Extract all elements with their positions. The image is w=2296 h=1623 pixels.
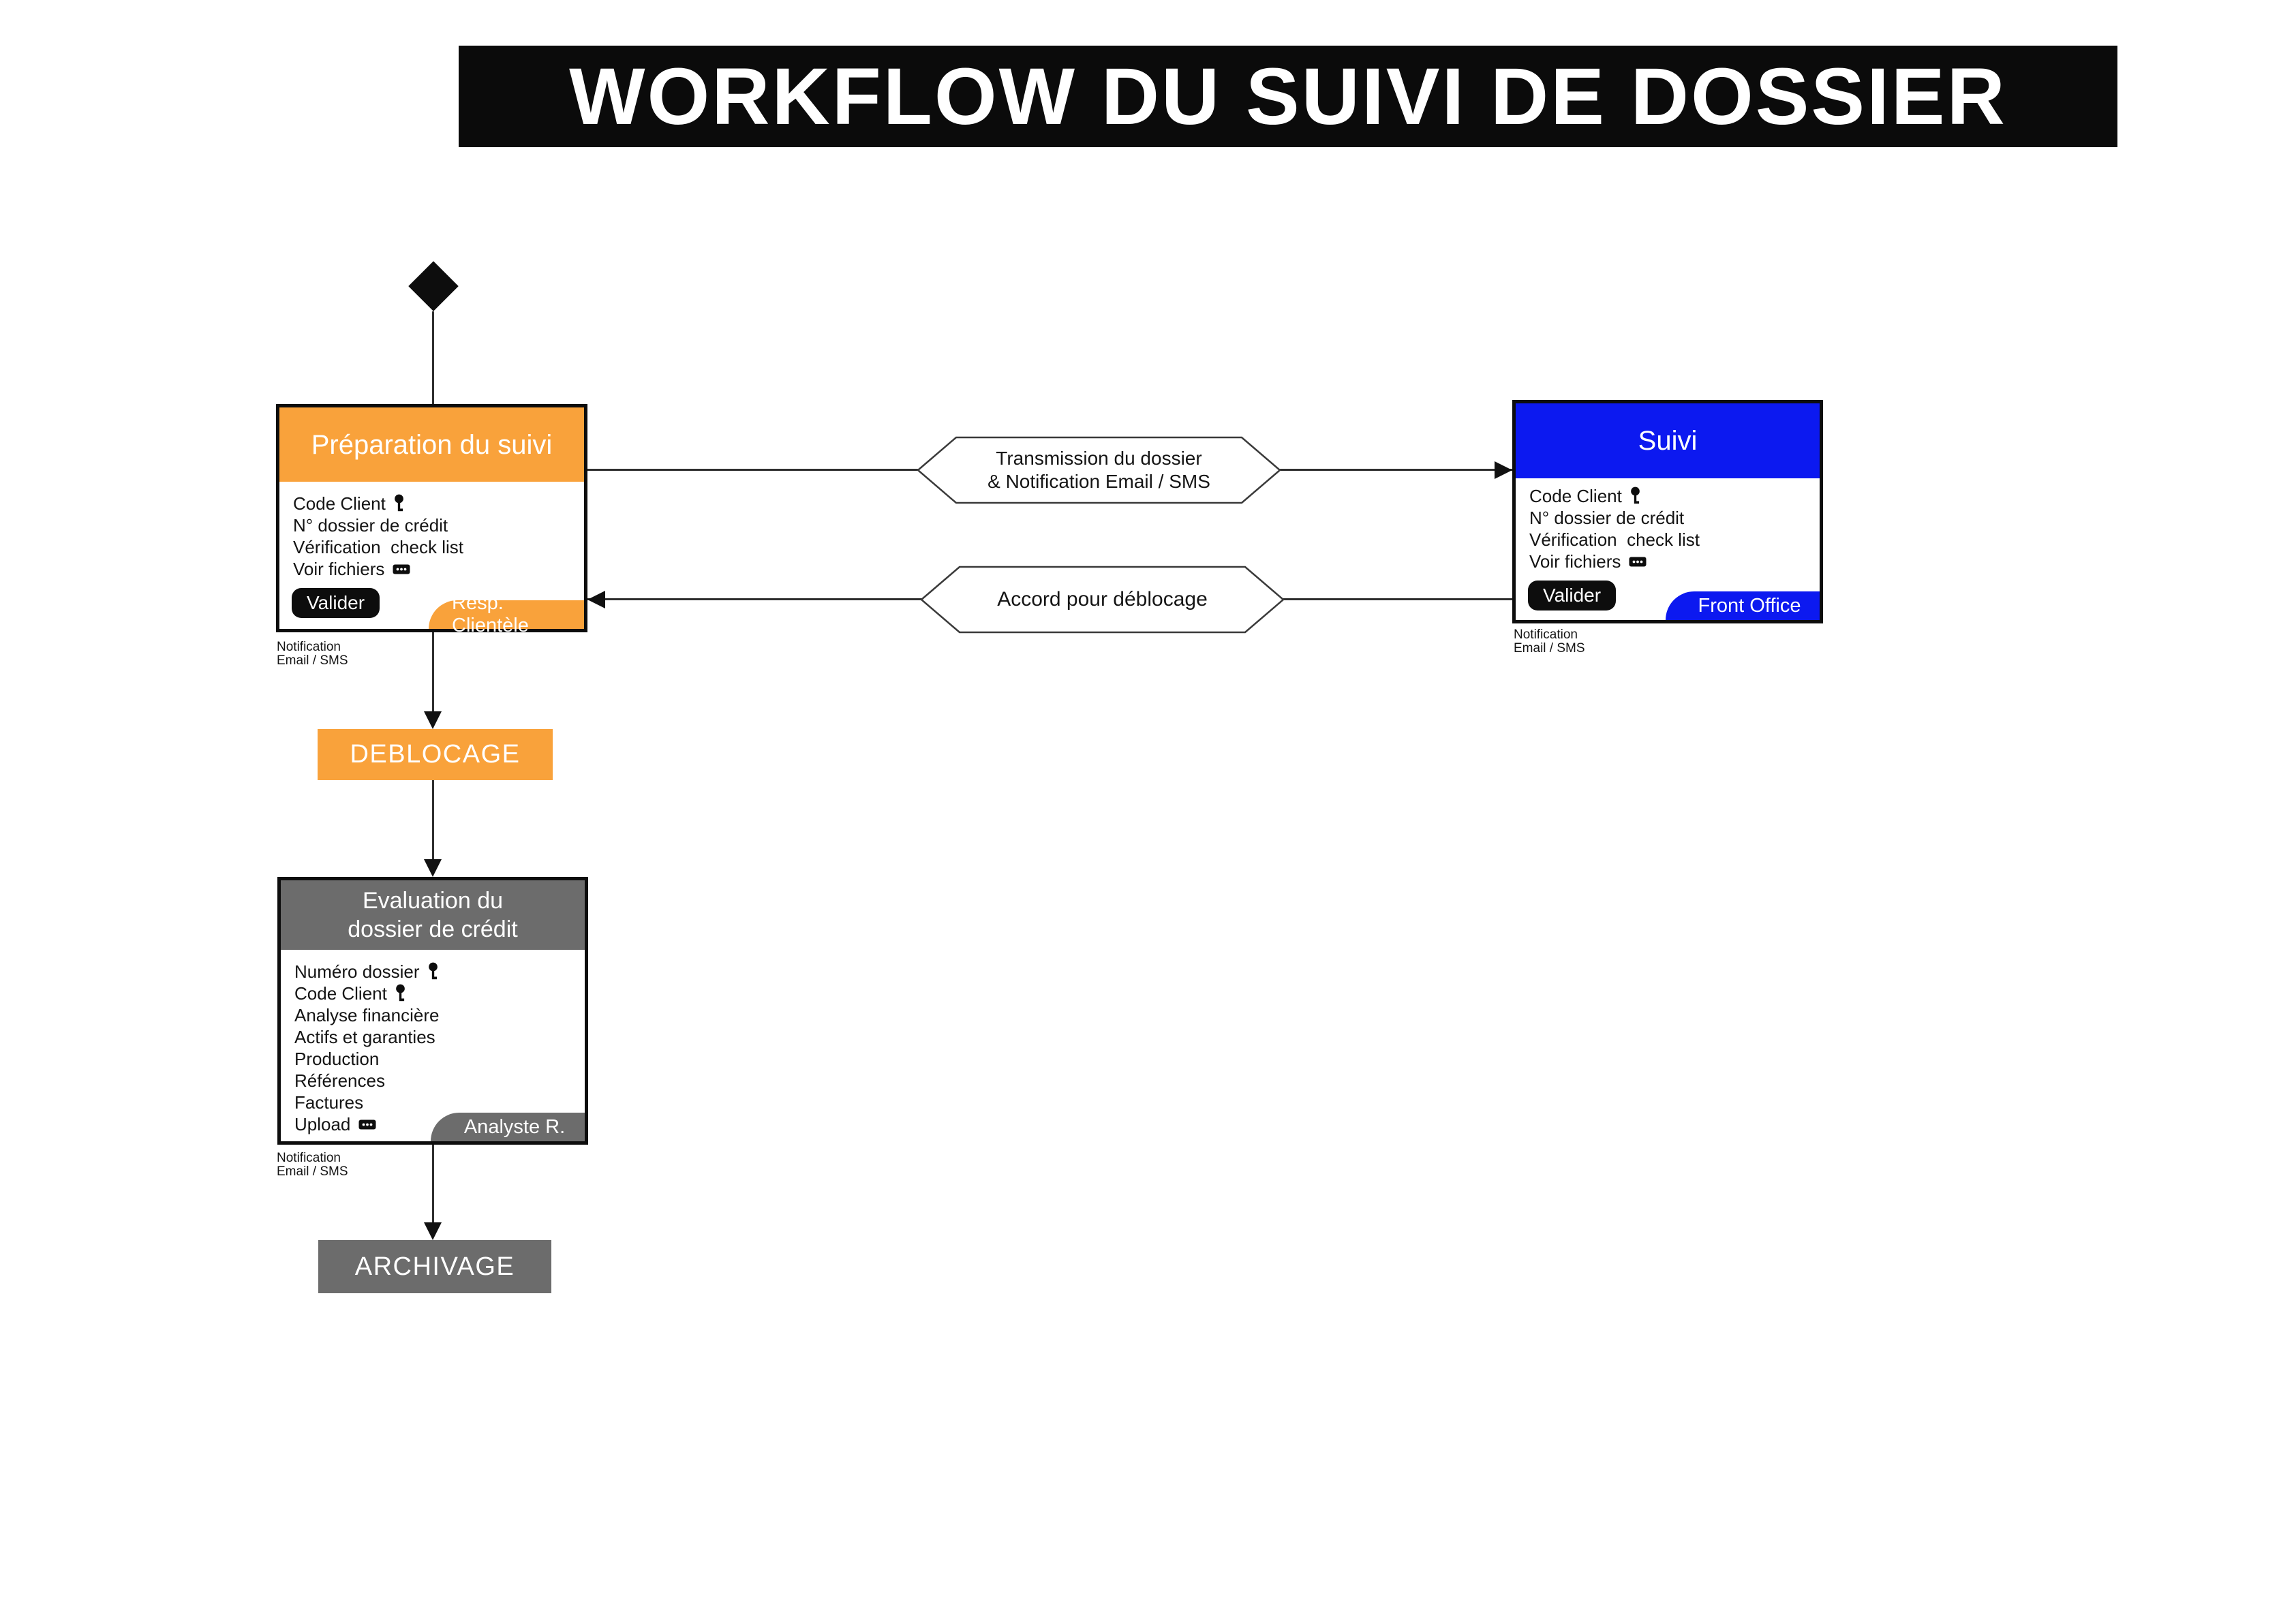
evaluation-title-line1: Evaluation du (362, 888, 504, 914)
archivage-step: ARCHIVAGE (318, 1240, 551, 1293)
role-tag-resp-clientele: Resp. Clientèle (429, 592, 584, 636)
preparation-fields: Code Client N° dossier de crédit Vérific… (279, 482, 584, 580)
field-voir-fichiers: Voir fichiers (1529, 551, 1820, 572)
note-line2: Email / SMS (1514, 641, 1585, 655)
page-title: WORKFLOW DU SUIVI DE DOSSIER (569, 51, 2007, 142)
arrowhead-into-preparation (587, 591, 605, 608)
field-label: N° dossier de crédit (293, 514, 448, 536)
accord-label: Accord pour déblocage (997, 588, 1208, 610)
valider-button[interactable]: Valider (292, 588, 380, 618)
hexagon-shape (920, 566, 1285, 634)
field-factures: Factures (294, 1092, 585, 1113)
key-icon (1630, 486, 1640, 506)
evaluation-fields: Numéro dossier Code Client Analyse finan… (281, 950, 585, 1135)
valider-button[interactable]: Valider (1528, 581, 1617, 610)
accord-connector-label: Accord pour déblocage (920, 566, 1285, 634)
key-icon (428, 962, 438, 981)
field-analyse-financiere: Analyse financière (294, 1004, 585, 1026)
key-icon (394, 494, 404, 513)
field-upload: Upload (294, 1113, 585, 1135)
key-icon (395, 984, 405, 1003)
note-line2: Email / SMS (277, 1164, 348, 1179)
transmission-label-line2: & Notification Email / SMS (988, 471, 1210, 492)
archivage-label: ARCHIVAGE (354, 1252, 515, 1281)
field-label: Voir fichiers (1529, 551, 1621, 572)
field-verification: Vérification check list (293, 536, 584, 558)
field-numero-dossier: N° dossier de crédit (1529, 507, 1820, 529)
field-code-client: Code Client (294, 983, 585, 1004)
connector-deblocage-to-evaluation (432, 780, 434, 862)
transmission-label-line1: Transmission du dossier (996, 448, 1202, 469)
note-line2: Email / SMS (277, 653, 348, 668)
field-label: Références (294, 1070, 385, 1091)
transmission-connector-label: Transmission du dossier & Notification E… (917, 436, 1281, 504)
suivi-title: Suivi (1638, 426, 1698, 456)
suivi-node: Suivi Code Client N° dossier de crédit V… (1512, 400, 1823, 623)
role-tag-front-office: Front Office (1666, 591, 1820, 620)
preparation-header: Préparation du suivi (279, 407, 584, 482)
note-line1: Notification (277, 1151, 341, 1165)
ellipsis-icon[interactable] (358, 1119, 376, 1130)
field-verification: Vérification check list (1529, 529, 1820, 551)
suivi-header: Suivi (1516, 403, 1820, 478)
preparation-notification-note: Notification Email / SMS (277, 640, 348, 668)
hexagon-shape (917, 436, 1281, 504)
deblocage-label: DEBLOCAGE (350, 740, 521, 769)
note-line1: Notification (277, 640, 341, 654)
field-actifs-garanties: Actifs et garanties (294, 1026, 585, 1048)
ellipsis-icon[interactable] (393, 564, 410, 574)
evaluation-notification-note: Notification Email / SMS (277, 1151, 348, 1179)
role-tag-analyste: Analyste R. (431, 1113, 585, 1141)
field-label: Vérification check list (293, 536, 463, 557)
suivi-notification-note: Notification Email / SMS (1514, 628, 1585, 655)
connector-preparation-to-deblocage (432, 632, 434, 714)
field-voir-fichiers: Voir fichiers (293, 558, 584, 580)
evaluation-node: Evaluation du dossier de crédit Numéro d… (277, 877, 588, 1145)
connector-evaluation-to-archivage (432, 1145, 434, 1225)
field-code-client: Code Client (1529, 485, 1820, 507)
evaluation-header: Evaluation du dossier de crédit (281, 880, 585, 950)
field-numero-dossier: N° dossier de crédit (293, 514, 584, 536)
field-label: Vérification check list (1529, 529, 1700, 550)
preparation-title: Préparation du suivi (311, 429, 553, 460)
suivi-fields: Code Client N° dossier de crédit Vérific… (1516, 478, 1820, 572)
field-label: Code Client (293, 493, 386, 514)
field-label: Analyse financière (294, 1004, 440, 1025)
field-label: Actifs et garanties (294, 1026, 435, 1047)
note-line1: Notification (1514, 628, 1578, 642)
deblocage-step: DEBLOCAGE (318, 729, 553, 780)
field-label: Code Client (294, 983, 387, 1004)
title-banner: WORKFLOW DU SUIVI DE DOSSIER (459, 46, 2117, 147)
arrowhead-into-evaluation (424, 859, 442, 877)
arrowhead-into-deblocage (424, 711, 442, 729)
arrowhead-into-archivage (424, 1222, 442, 1240)
field-label: Code Client (1529, 485, 1622, 506)
field-numero-dossier: Numéro dossier (294, 961, 585, 983)
ellipsis-icon[interactable] (1629, 557, 1647, 567)
field-code-client: Code Client (293, 493, 584, 514)
field-label: Production (294, 1048, 380, 1069)
field-label: N° dossier de crédit (1529, 507, 1685, 528)
start-node-diamond (408, 261, 459, 311)
field-label: Upload (294, 1113, 351, 1134)
evaluation-title-line2: dossier de crédit (348, 916, 518, 942)
arrowhead-into-suivi (1495, 461, 1512, 479)
field-label: Factures (294, 1092, 364, 1113)
field-label: Voir fichiers (293, 558, 385, 579)
field-references: Références (294, 1070, 585, 1092)
field-production: Production (294, 1048, 585, 1070)
connector-start-to-preparation (432, 311, 434, 404)
field-label: Numéro dossier (294, 961, 420, 982)
preparation-node: Préparation du suivi Code Client N° doss… (276, 404, 587, 636)
